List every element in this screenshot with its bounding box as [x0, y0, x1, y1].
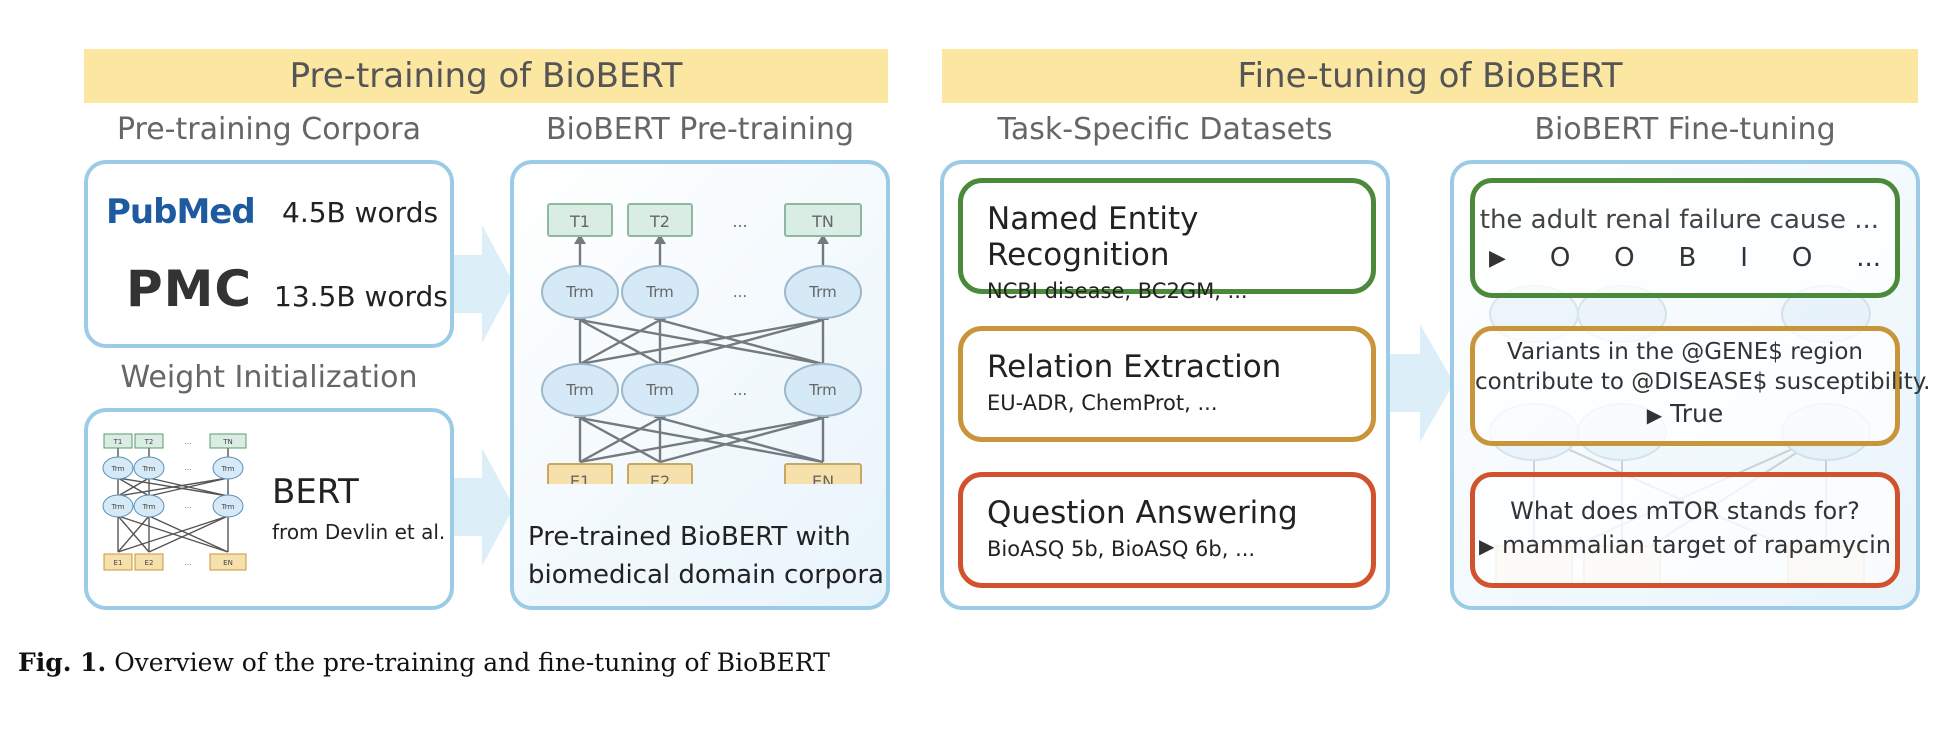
datasets-title: Task-Specific Datasets	[997, 112, 1333, 147]
lower-trm-1: Trm	[565, 381, 593, 399]
upper-trm-1: Trm	[565, 283, 593, 301]
re-answer: True	[1670, 399, 1724, 428]
ner-tag-6: ...	[1856, 243, 1881, 273]
biobert-desc-line2: biomedical domain corpora	[528, 560, 884, 590]
caption-label: Fig. 1.	[18, 648, 107, 677]
upper-ellipsis: ...	[733, 283, 747, 301]
lower-ellipsis: ...	[733, 381, 747, 399]
task-ner: Named Entity Recognition NCBI disease, B…	[958, 178, 1376, 303]
task-re: Relation Extraction EU-ADR, ChemProt, ..…	[958, 326, 1376, 442]
pubmed-words: 4.5B words	[282, 196, 439, 229]
task-ner-name: Named Entity Recognition	[987, 201, 1199, 273]
pubmed-logo: PubMed	[106, 192, 256, 232]
re-example-line1: Variants in the @GENE$ region	[1507, 339, 1863, 365]
svg-text:EN: EN	[223, 559, 233, 567]
task-qa-datasets: BioASQ 5b, BioASQ 6b, ...	[987, 537, 1256, 561]
input-en: EN	[812, 472, 834, 484]
re-example-box: Variants in the @GENE$ region contribute…	[1470, 326, 1931, 446]
svg-text:E1: E1	[114, 559, 123, 567]
ner-tag-2: O	[1614, 243, 1635, 273]
play-icon: ▶	[1479, 534, 1495, 558]
svg-text:Trm: Trm	[111, 503, 125, 511]
task-re-datasets: EU-ADR, ChemProt, ...	[987, 391, 1218, 415]
task-re-name: Relation Extraction	[987, 349, 1282, 385]
pretraining-banner-title: Pre-training of BioBERT	[289, 56, 683, 96]
svg-text:T2: T2	[144, 438, 154, 446]
svg-text:...: ...	[185, 464, 192, 472]
task-ner-datasets: NCBI disease, BC2GM, ...	[987, 279, 1248, 303]
finetuning-banner: Fine-tuning of BioBERT	[942, 49, 1918, 103]
re-answer-row: ▶ True	[1475, 399, 1895, 428]
svg-text:Trm: Trm	[142, 465, 156, 473]
arrow-weights-to-pretraining	[452, 448, 514, 566]
play-icon: ▶	[1489, 245, 1506, 271]
input-e2: E2	[650, 472, 670, 484]
svg-text:Trm: Trm	[221, 503, 235, 511]
svg-text:Trm: Trm	[111, 465, 125, 473]
qa-example-box: What does mTOR stands for? ▶ mammalian t…	[1470, 472, 1900, 588]
ner-tag-3: B	[1678, 243, 1697, 273]
svg-text:E2: E2	[145, 559, 154, 567]
svg-text:Trm: Trm	[221, 465, 235, 473]
pmc-words: 13.5B words	[274, 280, 448, 313]
svg-text:Trm: Trm	[142, 503, 156, 511]
ner-tag-row: ▶ O O B I O ...	[1475, 235, 1895, 273]
caption-text: Overview of the pre-training and fine-tu…	[114, 648, 830, 677]
pretraining-banner: Pre-training of BioBERT	[84, 49, 888, 103]
svg-text:...: ...	[185, 559, 192, 567]
bert-source: from Devlin et al.	[272, 520, 446, 544]
svg-text:TN: TN	[222, 438, 233, 446]
upper-trm-2: Trm	[645, 283, 673, 301]
figure-caption: Fig. 1. Overview of the pre-training and…	[18, 648, 830, 677]
ner-tag-4: I	[1740, 243, 1748, 273]
input-e1: E1	[570, 472, 590, 484]
finetuning-title: BioBERT Fine-tuning	[1534, 112, 1836, 147]
weight-init-title: Weight Initialization	[120, 360, 418, 395]
pretraining-network-diagram: T1 T2 ... TN Trm Trm ... Trm Trm Trm ...…	[541, 203, 862, 484]
output-ellipsis: ...	[732, 212, 747, 231]
biobert-pretraining-title: BioBERT Pre-training	[545, 112, 855, 147]
bert-label: BERT	[272, 472, 359, 512]
lower-trm-2: Trm	[645, 381, 673, 399]
finetuning-banner-title: Fine-tuning of BioBERT	[1237, 56, 1623, 96]
task-qa-name: Question Answering	[987, 495, 1298, 531]
input-ellipsis: ...	[732, 472, 747, 484]
play-icon: ▶	[1646, 403, 1663, 427]
qa-answer-row: ▶ mammalian target of rapamycin	[1475, 531, 1895, 559]
re-example-line2: contribute to @DISEASE$ susceptibility.	[1475, 369, 1931, 395]
output-t2: T2	[649, 212, 670, 231]
lower-trm-n: Trm	[808, 381, 836, 399]
ner-example-box: the adult renal failure cause ... ▶ O O …	[1470, 178, 1900, 298]
arrow-datasets-to-finetuning	[1388, 324, 1454, 442]
corpora-panel: PubMed 4.5B words PMC 13.5B words	[84, 160, 454, 348]
qa-answer: mammalian target of rapamycin	[1502, 531, 1891, 559]
arrow-corpora-to-pretraining	[452, 225, 514, 343]
output-t1: T1	[569, 212, 590, 231]
svg-text:...: ...	[185, 438, 192, 446]
svg-text:...: ...	[185, 502, 192, 510]
corpora-title: Pre-training Corpora	[116, 112, 422, 147]
upper-trm-n: Trm	[808, 283, 836, 301]
svg-text:T1: T1	[113, 438, 123, 446]
task-qa: Question Answering BioASQ 5b, BioASQ 6b,…	[958, 472, 1376, 588]
biobert-pretraining-panel: T1 T2 ... TN Trm Trm ... Trm Trm Trm ...…	[510, 160, 890, 610]
ner-tag-1: O	[1549, 243, 1571, 273]
ner-tag-5: O	[1791, 243, 1813, 273]
pmc-logo: PMC	[126, 260, 253, 318]
biobert-desc-line1: Pre-trained BioBERT with	[528, 522, 851, 552]
ner-example-sentence: the adult renal failure cause ...	[1479, 205, 1879, 235]
output-tn: TN	[811, 212, 834, 231]
qa-question: What does mTOR stands for?	[1510, 497, 1860, 525]
